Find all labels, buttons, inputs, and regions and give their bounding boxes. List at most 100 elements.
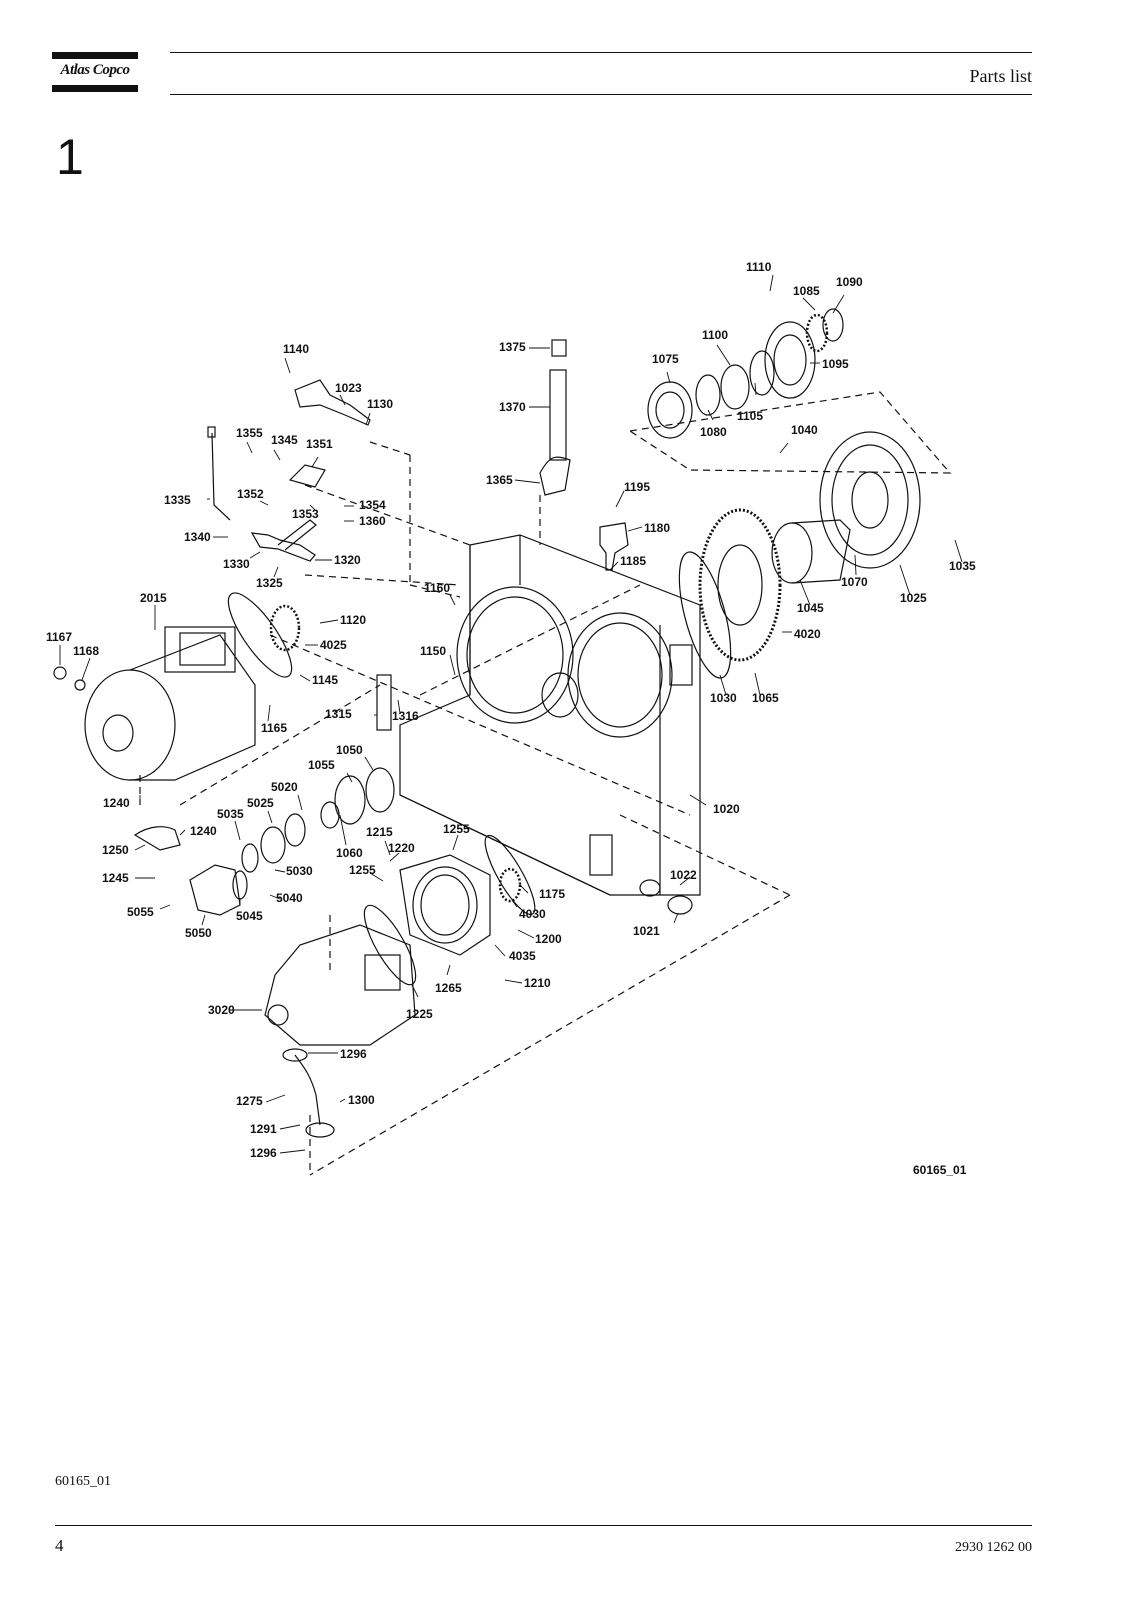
part-label-5045: 5045 <box>236 909 263 923</box>
washer-1085 <box>805 313 829 353</box>
part-label-1255-top: 1255 <box>443 822 470 836</box>
part-label-1296-top: 1296 <box>340 1047 367 1061</box>
gasket-1145 <box>227 592 293 678</box>
part-label-1315: 1315 <box>325 707 352 721</box>
part-label-1240-left: 1240 <box>103 796 130 810</box>
part-label-1330: 1330 <box>223 557 250 571</box>
part-label-1250: 1250 <box>102 843 129 857</box>
part-label-1180: 1180 <box>644 521 670 535</box>
part-label-5055: 5055 <box>127 905 154 919</box>
part-label-1275: 1275 <box>236 1094 263 1108</box>
ring-1050 <box>365 767 395 813</box>
part-label-1023: 1023 <box>335 381 362 395</box>
part-label-1355: 1355 <box>236 426 263 440</box>
plug-1021 <box>667 895 693 915</box>
part-label-1195: 1195 <box>624 480 650 494</box>
part-label-1168: 1168 <box>73 644 99 658</box>
part-label-1345: 1345 <box>271 433 298 447</box>
part-label-1035: 1035 <box>949 559 976 573</box>
oil-pipe-1291 <box>294 1054 321 1126</box>
part-label-5040: 5040 <box>276 891 303 905</box>
part-label-1030: 1030 <box>710 691 737 705</box>
page-number: 4 <box>55 1536 64 1555</box>
part-label-1130: 1130 <box>367 397 393 411</box>
cover-1095 <box>764 321 816 399</box>
part-label-5030: 5030 <box>286 864 313 878</box>
part-label-1090: 1090 <box>836 275 863 289</box>
gear-4020 <box>698 508 782 662</box>
part-label-1240-right: 1240 <box>190 824 217 838</box>
footer-rule <box>55 1525 1032 1526</box>
ring-1080 <box>695 374 721 416</box>
part-label-1352: 1352 <box>237 487 264 501</box>
part-label-1055: 1055 <box>308 758 335 772</box>
part-label-1335: 1335 <box>164 493 191 507</box>
part-label-1040: 1040 <box>791 423 818 437</box>
part-label-1351: 1351 <box>306 437 333 451</box>
elbow-1365 <box>539 456 571 496</box>
lever-1330 <box>277 519 317 551</box>
part-label-1167: 1167 <box>46 630 72 644</box>
motor-2015 <box>53 626 256 781</box>
part-label-1060: 1060 <box>336 846 363 860</box>
cover-1025 <box>819 431 921 569</box>
part-label-1022: 1022 <box>670 868 697 882</box>
part-label-1360: 1360 <box>359 514 386 528</box>
part-label-1020: 1020 <box>713 802 740 816</box>
assembly-guide-lines <box>139 391 952 1176</box>
part-label-1021: 1021 <box>633 924 660 938</box>
part-label-1370: 1370 <box>499 400 526 414</box>
footer-figure-ref: 60165_01 <box>55 1474 111 1489</box>
part-label-1185: 1185 <box>620 554 646 568</box>
gasket-1225 <box>363 904 417 986</box>
bearing-1075 <box>647 381 693 439</box>
ring-1105 <box>749 350 775 396</box>
logo-bar-bottom <box>52 85 138 92</box>
flange-1291-top <box>282 1048 308 1062</box>
adapter-plate-1200 <box>399 854 491 956</box>
part-label-4035: 4035 <box>509 949 536 963</box>
disc-5020 <box>284 813 306 847</box>
cable-plug <box>207 426 216 438</box>
exploded-parts-diagram: 1110 1085 1090 1100 1075 1095 1105 1080 … <box>40 255 1050 1215</box>
block-1315 <box>376 674 392 731</box>
ring-5035 <box>241 843 259 873</box>
part-label-4020: 4020 <box>794 627 821 641</box>
part-label-1080: 1080 <box>700 425 727 439</box>
gear-4020-hub <box>717 544 763 626</box>
section-number: 1 <box>56 129 84 185</box>
part-label-1354: 1354 <box>359 498 386 512</box>
part-label-1105: 1105 <box>737 409 763 423</box>
pipe-1370 <box>549 369 567 461</box>
part-label-1291: 1291 <box>250 1122 277 1136</box>
part-label-2015: 2015 <box>140 591 167 605</box>
part-label-1245: 1245 <box>102 871 129 885</box>
part-label-1100: 1100 <box>702 328 728 342</box>
cover-5050 <box>189 864 241 916</box>
part-label-1210: 1210 <box>524 976 551 990</box>
part-label-1140: 1140 <box>283 342 309 356</box>
part-label-1365: 1365 <box>486 473 513 487</box>
part-label-1095: 1095 <box>822 357 849 371</box>
part-label-1085: 1085 <box>793 284 820 298</box>
pump-3020 <box>264 924 416 1046</box>
part-label-1145: 1145 <box>312 673 338 687</box>
part-label-1160: 1160 <box>424 581 450 595</box>
sensor-1023 <box>294 379 371 426</box>
part-label-5020: 5020 <box>271 780 298 794</box>
logo-brand-text: Atlas Copco <box>60 62 130 78</box>
part-label-1220: 1220 <box>388 841 415 855</box>
gasket-1030 <box>678 551 732 679</box>
part-label-1050: 1050 <box>336 743 363 757</box>
gear-4025 <box>269 604 301 652</box>
part-label-1225: 1225 <box>406 1007 433 1021</box>
figure-reference: 60165_01 <box>913 1163 967 1177</box>
washer-1022 <box>639 879 661 897</box>
header-title: Parts list <box>969 66 1032 86</box>
part-label-1300: 1300 <box>348 1093 375 1107</box>
part-label-1075: 1075 <box>652 352 679 366</box>
ring-1060 <box>320 801 340 829</box>
gearbox-housing <box>399 534 701 896</box>
bracket-1351 <box>288 464 326 488</box>
part-label-5025: 5025 <box>247 796 274 810</box>
